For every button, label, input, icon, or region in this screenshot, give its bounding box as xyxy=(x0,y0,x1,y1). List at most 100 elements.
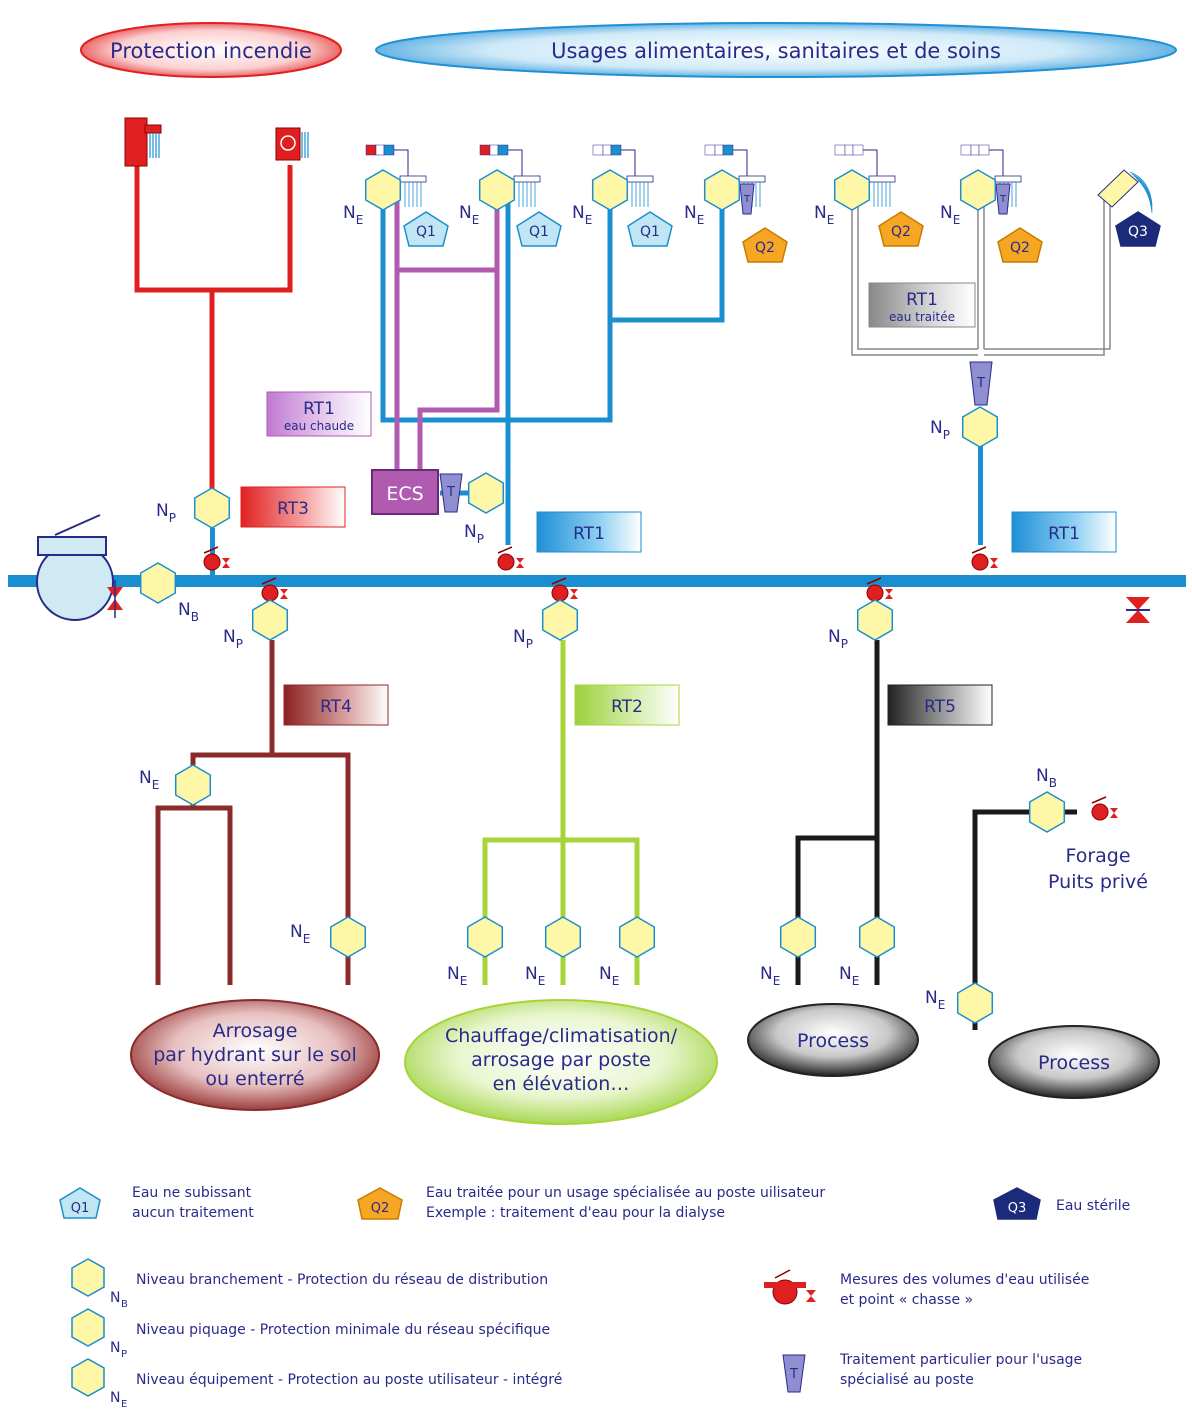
forage-label: Forage xyxy=(1065,845,1130,867)
svg-text:Mesures des volumes d'eau util: Mesures des volumes d'eau utilisée xyxy=(840,1272,1089,1288)
svg-text:et point « chasse »: et point « chasse » xyxy=(840,1292,973,1308)
protection-hexagon: NB xyxy=(139,562,199,624)
level-label: NP xyxy=(513,627,533,651)
svg-text:Eau stérile: Eau stérile xyxy=(1056,1198,1130,1214)
svg-text:RT3: RT3 xyxy=(277,499,309,519)
protection-hexagon: NP xyxy=(156,487,231,529)
rt5-pipes xyxy=(795,640,880,985)
svg-text:Q1: Q1 xyxy=(640,224,660,240)
level-label: NE xyxy=(459,203,479,227)
protection-hexagon: NP xyxy=(930,406,999,448)
rt4-pipes xyxy=(155,640,351,985)
level-label: NE xyxy=(525,964,545,988)
legend-q3: Q3 Eau stérile xyxy=(993,1187,1130,1220)
svg-text:spécialisé au poste: spécialisé au poste xyxy=(840,1372,974,1388)
level-label: NB xyxy=(1036,766,1057,790)
protection-hexagon: NE xyxy=(760,916,817,988)
treatment-icon: T xyxy=(969,361,993,406)
legend: Q1 Eau ne subissant aucun traitement Q2 … xyxy=(59,1185,1130,1410)
svg-text:Q2: Q2 xyxy=(1010,240,1030,256)
rt1-treated-water-box: RT1 eau traitée xyxy=(868,282,976,328)
meter-icon xyxy=(497,546,524,571)
svg-text:par hydrant sur le sol: par hydrant sur le sol xyxy=(153,1044,357,1066)
cold-water-pipes xyxy=(380,200,725,545)
level-label: NE xyxy=(839,964,859,988)
rt1-box: RT1 xyxy=(536,511,642,553)
food-usage-header: Usages alimentaires, sanitaires et de so… xyxy=(375,22,1177,78)
level-label: NE xyxy=(599,964,619,988)
svg-text:Q1: Q1 xyxy=(416,224,436,240)
ecs-label: ECS xyxy=(386,483,423,505)
svg-text:en élévation…: en élévation… xyxy=(493,1073,630,1095)
treated-water-pipes xyxy=(851,200,1111,356)
protection-hexagon: NE xyxy=(290,916,367,958)
svg-text:RT1: RT1 xyxy=(906,290,938,310)
legend-q1: Q1 Eau ne subissant aucun traitement xyxy=(59,1185,254,1221)
quality-badge-q2: Q2 xyxy=(997,227,1043,263)
svg-text:Process: Process xyxy=(797,1030,869,1052)
svg-text:Arrosage: Arrosage xyxy=(213,1020,298,1042)
protection-hexagon: NE xyxy=(599,916,656,988)
svg-text:T: T xyxy=(999,194,1007,205)
svg-text:Niveau piquage - Protection mi: Niveau piquage - Protection minimale du … xyxy=(136,1322,550,1338)
storage-tank-icon xyxy=(36,514,114,621)
treatment-icon: T xyxy=(995,183,1011,215)
protection-hexagon: NP xyxy=(513,599,579,651)
treatment-icon: T xyxy=(439,473,463,513)
svg-text:Eau ne subissant: Eau ne subissant xyxy=(132,1185,252,1201)
legend-ne: N E Niveau équipement - Protection au po… xyxy=(71,1358,562,1410)
treatment-icon: T xyxy=(739,183,755,215)
meter-icon xyxy=(551,577,578,602)
chauffage-outlet: Chauffage/climatisation/ arrosage par po… xyxy=(404,999,718,1125)
quality-badge-q2: Q2 xyxy=(878,211,924,247)
svg-text:B: B xyxy=(121,1299,128,1310)
svg-text:Eau traitée pour un usage spéc: Eau traitée pour un usage spécialisée au… xyxy=(426,1185,825,1201)
svg-text:T: T xyxy=(743,194,751,205)
protection-hexagon: NB xyxy=(1028,766,1066,833)
fire-protection-title: Protection incendie xyxy=(110,39,312,63)
svg-text:arrosage par poste: arrosage par poste xyxy=(471,1049,651,1071)
faucet-icon xyxy=(479,144,541,207)
rt1-hot-water-box: RT1 eau chaude xyxy=(266,391,372,437)
level-label: NE xyxy=(925,988,945,1012)
quality-badge-q1: Q1 xyxy=(627,211,673,247)
meter-icon xyxy=(1091,796,1118,821)
svg-text:Exemple : traitement d'eau pou: Exemple : traitement d'eau pour la dialy… xyxy=(426,1205,725,1221)
rt4-box: RT4 xyxy=(283,684,389,726)
svg-text:T: T xyxy=(446,485,455,500)
svg-text:N: N xyxy=(110,1290,120,1306)
protection-hexagon: NP xyxy=(464,472,505,546)
svg-text:Chauffage/climatisation/: Chauffage/climatisation/ xyxy=(445,1025,678,1047)
quality-badge-q2: Q2 xyxy=(742,227,788,263)
level-label: NE xyxy=(940,203,960,227)
svg-text:RT4: RT4 xyxy=(320,697,352,717)
svg-text:N: N xyxy=(110,1390,120,1406)
svg-text:Q2: Q2 xyxy=(755,240,775,256)
svg-text:eau traitée: eau traitée xyxy=(889,310,955,324)
svg-text:ou enterré: ou enterré xyxy=(205,1068,304,1090)
meter-icon xyxy=(971,546,998,571)
quality-badge-q1: Q1 xyxy=(403,211,449,247)
protection-hexagon: NE xyxy=(139,764,212,806)
svg-text:Q3: Q3 xyxy=(1128,224,1148,240)
svg-text:RT5: RT5 xyxy=(924,697,956,717)
level-label: NP xyxy=(930,418,950,442)
level-label: NP xyxy=(464,522,484,546)
food-usage-title: Usages alimentaires, sanitaires et de so… xyxy=(551,39,1001,63)
level-label: NE xyxy=(572,203,592,227)
svg-text:Process: Process xyxy=(1038,1052,1110,1074)
legend-treatment: T Traitement particulier pour l'usage sp… xyxy=(782,1352,1082,1393)
legend-nb: N B Niveau branchement - Protection du r… xyxy=(71,1258,548,1310)
svg-text:T: T xyxy=(976,376,985,391)
level-label: NE xyxy=(447,964,467,988)
protection-hexagon: NE xyxy=(572,169,629,227)
rt3-box: RT3 xyxy=(240,486,346,528)
level-label: NP xyxy=(156,501,176,525)
protection-hexagon: NE xyxy=(814,169,871,227)
protection-hexagon: NE xyxy=(684,169,741,227)
svg-text:Q2: Q2 xyxy=(371,1201,390,1216)
rt1-box: RT1 xyxy=(1011,511,1117,553)
hot-water-pipes xyxy=(394,200,500,470)
level-label: NE xyxy=(814,203,834,227)
